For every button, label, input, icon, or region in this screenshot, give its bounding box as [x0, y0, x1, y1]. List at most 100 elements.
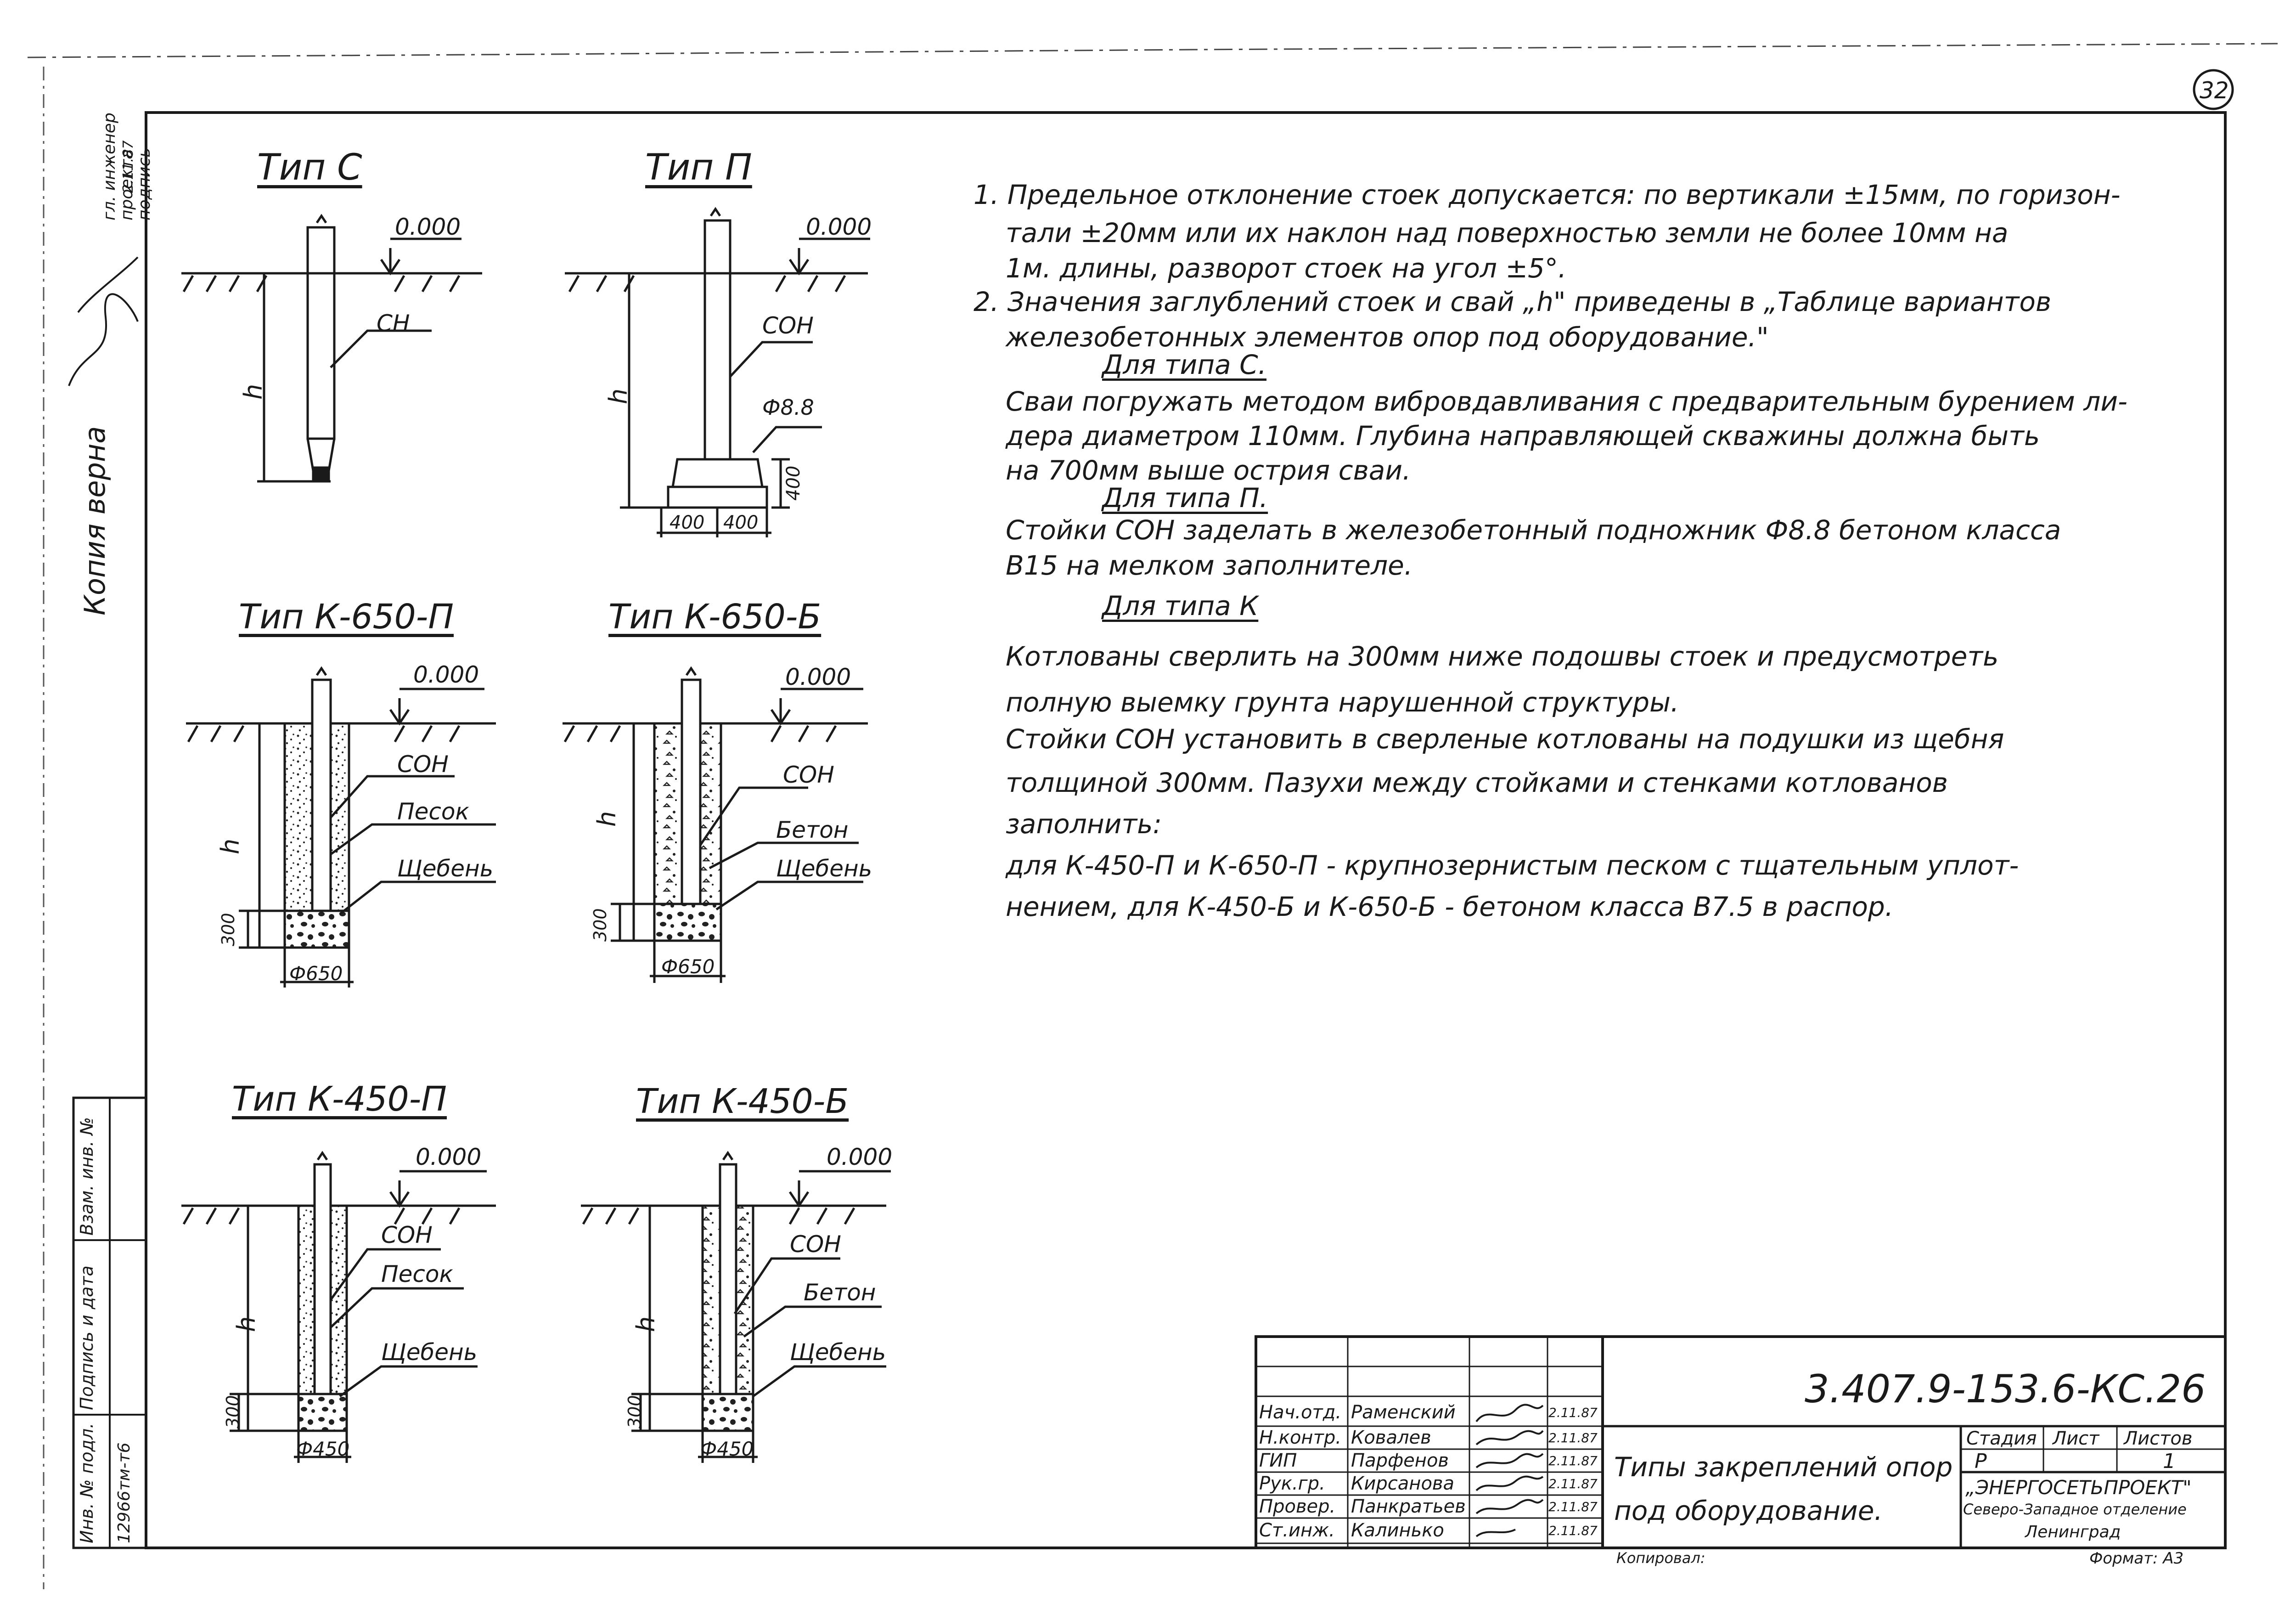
- title-block-grid: [1255, 1335, 2227, 1549]
- stage-label: Стадия: [1966, 1428, 2037, 1449]
- diagram-type-k650b: [563, 666, 868, 983]
- level-type-k450p: 0.000: [416, 1144, 482, 1170]
- role-3: ГИП: [1259, 1450, 1297, 1471]
- base-dim-type-k650p: 300: [218, 913, 238, 946]
- base-label-type-k650p: Щебень: [397, 855, 494, 882]
- sheets-value: 1: [2163, 1450, 2176, 1473]
- note-k-line-4: толщиной 300мм. Пазухи между стойками и …: [1006, 767, 1948, 798]
- diagram-type-p: [565, 207, 870, 537]
- date-4: 2.11.87: [1548, 1476, 1598, 1491]
- name-5: Панкратьев: [1351, 1496, 1466, 1517]
- title-type-k650b: Тип К-650-Б: [608, 597, 822, 637]
- side-stamp-label-repl: Взам. инв. №: [77, 1117, 97, 1236]
- sheets-label: Листов: [2124, 1428, 2193, 1449]
- copied-by-label: Копировал:: [1616, 1549, 1705, 1567]
- title-type-k450p: Тип К-450-П: [232, 1079, 447, 1119]
- note-k-line-3: Стойки СОН установить в сверленые котлов…: [1006, 723, 2004, 755]
- fill-label-type-k650p: Песок: [397, 798, 469, 825]
- width-dim-left-type-p: 400: [670, 512, 705, 533]
- role-1: Нач.отд.: [1259, 1402, 1342, 1423]
- note-line-1: 1. Предельное отклонение стоек допускает…: [974, 179, 2121, 210]
- format-label: Формат: А3: [2089, 1549, 2184, 1568]
- diagram-type-k650p: [186, 666, 496, 988]
- fill-label-type-k450b: Бетон: [804, 1279, 876, 1306]
- base-label-type-k450p: Щебень: [381, 1339, 478, 1366]
- pile-label-type-k450b: СОН: [790, 1231, 841, 1258]
- name-2: Ковалев: [1351, 1427, 1431, 1448]
- level-type-k650p: 0.000: [413, 661, 479, 688]
- base-label-type-k450b: Щебень: [790, 1339, 886, 1366]
- side-stamp-label-sign: Подпись и дата: [77, 1265, 97, 1410]
- signatures: [68, 256, 1544, 1537]
- title-type-p: Тип П: [645, 147, 752, 188]
- note-k-line-5: заполнить:: [1006, 808, 1162, 840]
- depth-label-type-p: h: [604, 388, 633, 404]
- note-k-line-7: нением, для К-450-Б и К-650-Б - бетоном …: [1006, 891, 1894, 922]
- sheet-label: Лист: [2053, 1428, 2099, 1449]
- depth-label-type-k650b: h: [592, 811, 621, 827]
- fill-label-type-k450p: Песок: [381, 1261, 453, 1287]
- level-type-k450b: 0.000: [827, 1144, 893, 1170]
- base-dim-type-k450p: 300: [223, 1395, 243, 1428]
- name-1: Раменский: [1351, 1402, 1456, 1423]
- note-p-line-1: Стойки СОН заделать в железобетонный под…: [1006, 514, 2061, 546]
- org-line-1: „ЭНЕРГОСЕТЬПРОЕКТ": [1965, 1476, 2192, 1499]
- note-p-line-2: В15 на мелком заполнителе.: [1006, 550, 1413, 581]
- base-dim-type-k450b: 300: [625, 1395, 645, 1428]
- note-k-line-1: Котлованы сверлить на 300мм ниже подошвы…: [1006, 641, 1999, 672]
- diagram-type-c: [181, 214, 482, 483]
- drawing-title-line-1: Типы закреплений опор: [1614, 1451, 1953, 1483]
- name-6: Калинько: [1351, 1520, 1444, 1541]
- note-c-line-1: Сваи погружать методом вибровдавливания …: [1006, 386, 2127, 417]
- subheading-type-k: Для типа К: [1102, 590, 1259, 621]
- title-type-k650p: Тип К-650-П: [239, 597, 454, 637]
- level-type-k650b: 0.000: [785, 664, 851, 690]
- pile-label-type-k650p: СОН: [397, 751, 449, 778]
- title-type-c: Тип С: [257, 147, 362, 188]
- height-dim-type-p: 400: [783, 465, 804, 501]
- date-2: 2.11.87: [1548, 1430, 1598, 1445]
- subheading-type-c: Для типа С.: [1102, 349, 1267, 380]
- fill-label-type-k650b: Бетон: [776, 817, 849, 843]
- pile-label-type-k650b: СОН: [783, 762, 834, 788]
- width-dim-right-type-p: 400: [723, 512, 759, 533]
- level-type-p: 0.000: [806, 214, 872, 240]
- level-type-c: 0.000: [395, 214, 461, 240]
- depth-label-type-k450b: h: [631, 1316, 660, 1332]
- role-2: Н.контр.: [1259, 1427, 1341, 1448]
- side-stamp-inv-value: 12966тм-т6: [115, 1442, 134, 1543]
- org-line-3: Ленинград: [2025, 1523, 2121, 1541]
- margin-line-1: гл. инженер: [100, 113, 119, 220]
- diameter-type-k450p: Ф450: [296, 1438, 350, 1460]
- footing-label-type-p: Ф8.8: [762, 395, 814, 420]
- title-type-k450b: Тип К-450-Б: [636, 1082, 849, 1121]
- pile-label-type-p: СОН: [762, 312, 814, 339]
- diagram-type-k450p: [181, 1151, 496, 1463]
- note-k-line-6: для К-450-П и К-650-П - крупнозернистым …: [1006, 850, 2019, 881]
- note-line-5: железобетонных элементов опор под оборуд…: [1006, 322, 1769, 353]
- depth-label-type-c: h: [239, 384, 268, 400]
- document-code: 3.407.9-153.6-КС.26: [1805, 1366, 2206, 1411]
- date-5: 2.11.87: [1548, 1499, 1598, 1514]
- drawing-title-line-2: под оборудование.: [1614, 1495, 1883, 1526]
- date-3: 2.11.87: [1548, 1453, 1598, 1468]
- subheading-type-p: Для типа П.: [1102, 482, 1268, 514]
- sheet-number: 32: [2200, 77, 2229, 104]
- note-c-line-3: на 700мм выше острия сваи.: [1006, 455, 1411, 486]
- role-5: Провер.: [1259, 1496, 1336, 1517]
- name-4: Кирсанова: [1351, 1473, 1454, 1494]
- role-6: Ст.инж.: [1259, 1520, 1335, 1541]
- diameter-type-k450b: Ф450: [700, 1438, 754, 1460]
- date-6: 2.11.87: [1548, 1523, 1598, 1538]
- base-dim-type-k650b: 300: [590, 908, 610, 942]
- note-line-3: 1м. длины, разворот стоек на угол ±5°.: [1006, 253, 1567, 284]
- date-1: 2.11.87: [1548, 1405, 1598, 1420]
- diagram-type-k450b: [581, 1151, 891, 1463]
- inner-frame: [145, 111, 2227, 1549]
- name-3: Парфенов: [1351, 1450, 1449, 1471]
- note-c-line-2: дера диаметром 110мм. Глубина направляющ…: [1006, 420, 2040, 452]
- pile-label-type-k450p: СОН: [381, 1222, 433, 1248]
- side-stamp-label-inv: Инв. № подл.: [77, 1422, 97, 1543]
- diameter-type-k650b: Ф650: [661, 955, 715, 978]
